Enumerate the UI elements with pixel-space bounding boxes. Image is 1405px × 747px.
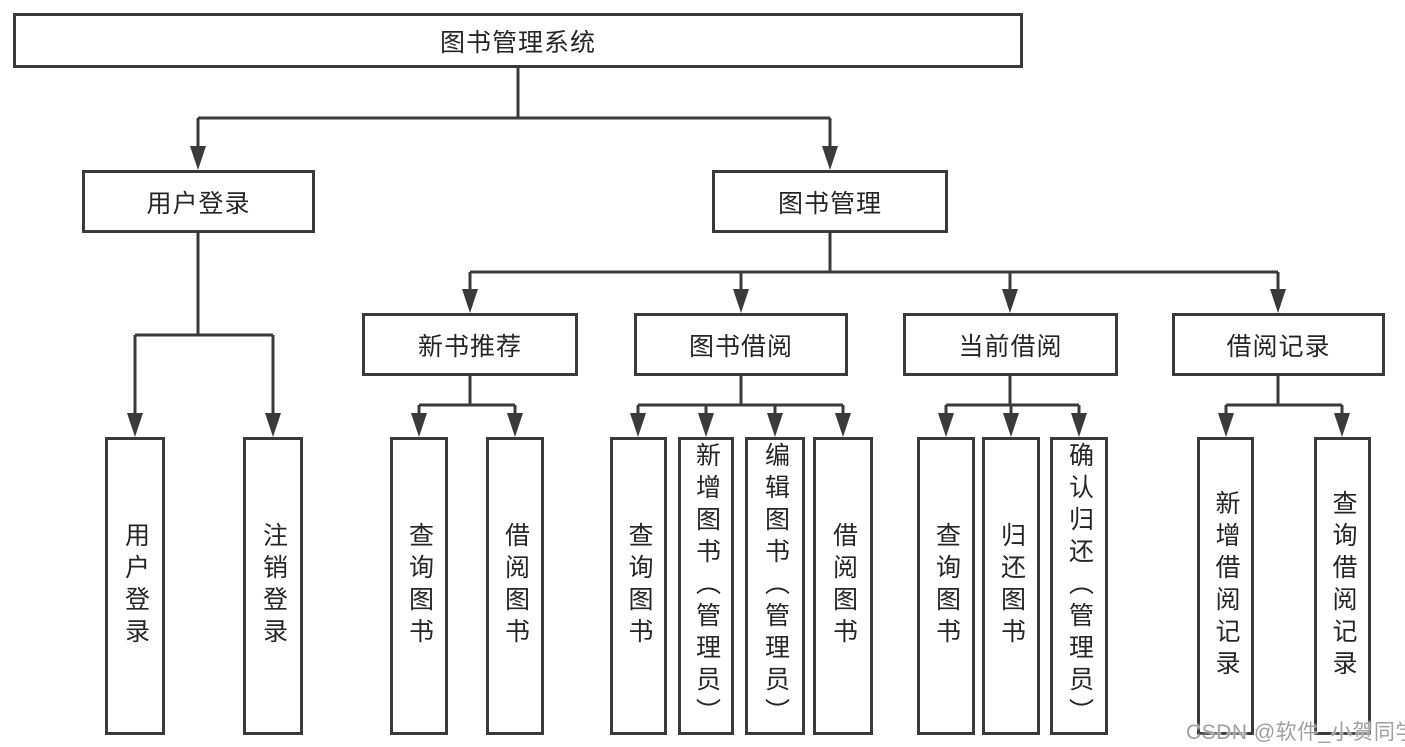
leaf-label: 查询借阅记录 xyxy=(1329,490,1357,682)
node-label: 用户登录 xyxy=(146,189,251,218)
node-borrow-records: 借阅记录 xyxy=(1172,313,1385,376)
node-label: 借阅记录 xyxy=(1226,332,1331,361)
leaf-label: 编辑图书（管理员） xyxy=(761,442,790,730)
leaf-label: 查询图书 xyxy=(932,522,961,650)
node-book-borrowing: 图书借阅 xyxy=(634,313,848,376)
leaf-query-books-borrowing: 查询图书 xyxy=(610,437,667,735)
leaf-add-borrow-record: 新增借阅记录 xyxy=(1197,437,1254,735)
node-label: 图书借阅 xyxy=(688,332,793,361)
leaf-label: 新增图书（管理员） xyxy=(692,442,721,730)
leaf-label: 归还图书 xyxy=(997,522,1026,650)
node-label: 图书管理系统 xyxy=(439,28,596,57)
leaf-query-books-recommend: 查询图书 xyxy=(390,437,448,735)
leaf-label: 借阅图书 xyxy=(829,522,858,650)
leaf-user-login: 用户登录 xyxy=(105,437,165,735)
leaf-confirm-return-admin: 确认归还（管理员） xyxy=(1050,437,1108,735)
node-library-management-system: 图书管理系统 xyxy=(13,13,1023,68)
leaf-logout: 注销登录 xyxy=(243,437,303,735)
leaf-label: 查询图书 xyxy=(625,522,653,650)
arrowheads xyxy=(127,146,1350,437)
node-current-borrowing: 当前借阅 xyxy=(903,313,1118,376)
node-new-book-recommend: 新书推荐 xyxy=(362,313,578,376)
leaf-label: 用户登录 xyxy=(121,522,150,650)
leaf-add-books-admin: 新增图书（管理员） xyxy=(678,437,734,735)
leaf-return-books: 归还图书 xyxy=(982,437,1040,735)
leaf-label: 新增借阅记录 xyxy=(1212,490,1240,682)
csdn-watermark: CSDN @软件_小贺同学 xyxy=(1186,721,1405,744)
node-user-login-branch: 用户登录 xyxy=(82,170,315,233)
leaf-label: 借阅图书 xyxy=(501,522,530,650)
node-label: 新书推荐 xyxy=(417,332,522,361)
leaf-borrow-books: 借阅图书 xyxy=(813,437,873,735)
leaf-edit-books-admin: 编辑图书（管理员） xyxy=(745,437,805,735)
node-book-management-branch: 图书管理 xyxy=(712,170,948,233)
leaf-query-books-current: 查询图书 xyxy=(917,437,975,735)
leaf-label: 注销登录 xyxy=(259,522,288,650)
leaf-label: 查询图书 xyxy=(405,522,434,650)
leaf-label: 确认归还（管理员） xyxy=(1065,442,1094,730)
leaf-query-borrow-record: 查询借阅记录 xyxy=(1314,437,1371,735)
node-label: 当前借阅 xyxy=(958,332,1063,361)
node-label: 图书管理 xyxy=(777,189,882,218)
leaf-borrow-books-recommend: 借阅图书 xyxy=(486,437,544,735)
